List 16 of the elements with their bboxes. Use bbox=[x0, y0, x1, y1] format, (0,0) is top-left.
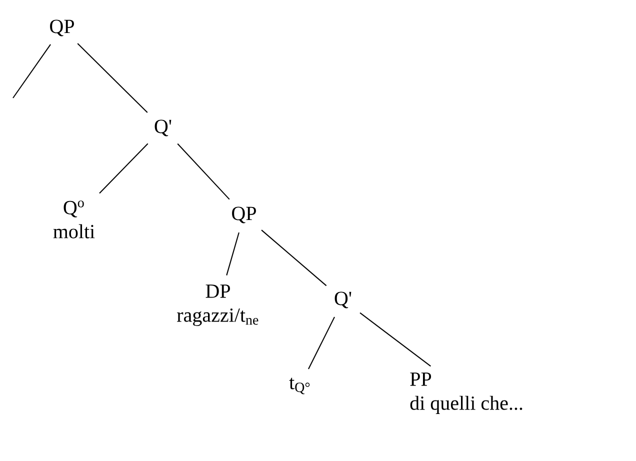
tree-branch bbox=[308, 316, 335, 370]
tree-node-label: PP di quelli che... bbox=[410, 372, 522, 414]
tree-branch bbox=[261, 230, 327, 286]
tree-node-label: DP ragazzi/t$_{ne}$ bbox=[177, 284, 258, 326]
tree-node-label: QP bbox=[232, 206, 256, 224]
tree-branch bbox=[77, 43, 148, 113]
tree-branch bbox=[360, 312, 431, 367]
tree-branch bbox=[226, 232, 240, 276]
tree-branch bbox=[12, 44, 51, 98]
tree-node-label: QP bbox=[50, 20, 74, 36]
tree-node-label: Q' bbox=[334, 292, 352, 308]
tree-node-label: t$_{Q°}$ bbox=[289, 378, 310, 394]
tree-node-label: Q$^{o}$ molti bbox=[53, 200, 95, 238]
tree-branch bbox=[177, 143, 230, 200]
tree-node-label: Q' bbox=[154, 120, 172, 136]
tree-branch bbox=[99, 143, 148, 194]
